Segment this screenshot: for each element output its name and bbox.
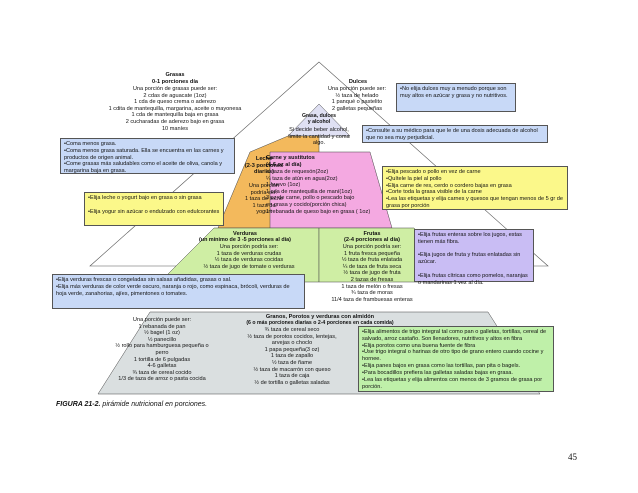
veg-tips-note: •Elija verduras frescas o congeladas sin… — [52, 274, 305, 309]
fats-tips-note: •Coma menos grasa. •Coma menos grasa sat… — [60, 138, 235, 174]
figure-text: pirámide nutricional en porciones. — [100, 401, 208, 408]
sweets-title: Dulces — [348, 79, 368, 85]
veg-subtitle: (un mínimo de 3 -5 porciones al día) — [199, 237, 291, 243]
fruit-title: Frutas — [363, 231, 381, 237]
milk-tips-note: •Elija leche o yogurt bajo en grasa o si… — [84, 192, 224, 226]
tip-title: Grasa, dulces y alcohol — [301, 113, 337, 126]
veg-title: Verduras — [233, 231, 257, 237]
figure-label: FIGURA 21-2. — [56, 401, 101, 408]
grain-tips-note: •Elija alimentos de trigo integral tal c… — [358, 326, 554, 392]
grain-left-body: Una porción puede ser: 1 rebanada de pan… — [115, 317, 209, 383]
fats-title: Grasas — [165, 72, 185, 78]
grain-subtitle: (6 o más porciones diarias o 2-4 porcion… — [246, 320, 394, 326]
veg-body: Una porción podría ser: 1 taza de verdur… — [203, 244, 295, 270]
sweets-tips-note: •No elija dulces muy a menudo porque son… — [396, 83, 516, 112]
fats-body: Una porción de grasas puede ser: 2 cdas … — [108, 86, 242, 132]
page-number: 45 — [568, 452, 577, 462]
milk-body: Una porción podría ser: 1 taza de leche … — [245, 183, 283, 216]
tip-body: Si decide beber alcohol, limite la canti… — [288, 127, 350, 147]
milk-title: Leche (2-3 porciones diarias) — [244, 156, 284, 176]
figure-caption: FIGURA 21-2. pirámide nutricional en por… — [56, 401, 207, 408]
fruit-body: Una porción podría ser: 1 fruta fresca p… — [331, 244, 413, 303]
fats-subtitle: 0-1 porciones día — [151, 79, 198, 85]
fruit-tips-note: •Elija frutas enteras sobre los jugos, e… — [414, 229, 534, 286]
meat-body: ½ taza de requesón(2oz) ¼ taza de atún e… — [266, 169, 371, 215]
sweets-body: Una porción puede ser: ½ taza de helado … — [327, 86, 387, 112]
grain-right-body: ¾ taza de cereal seco ½ taza de porotos … — [247, 327, 337, 386]
meat-tips-note: •Elija pescado o pollo en vez de carne •… — [382, 166, 568, 210]
alcohol-tips-note: •Consulte a su médico para que le de una… — [362, 125, 548, 143]
fruit-subtitle: (2-4 porciones al día) — [344, 237, 400, 243]
grain-title: Granos, Porotos y verduras con almidón — [265, 314, 375, 320]
meat-title: Carne y sustitutos (4-6 oz al día) — [266, 155, 315, 168]
